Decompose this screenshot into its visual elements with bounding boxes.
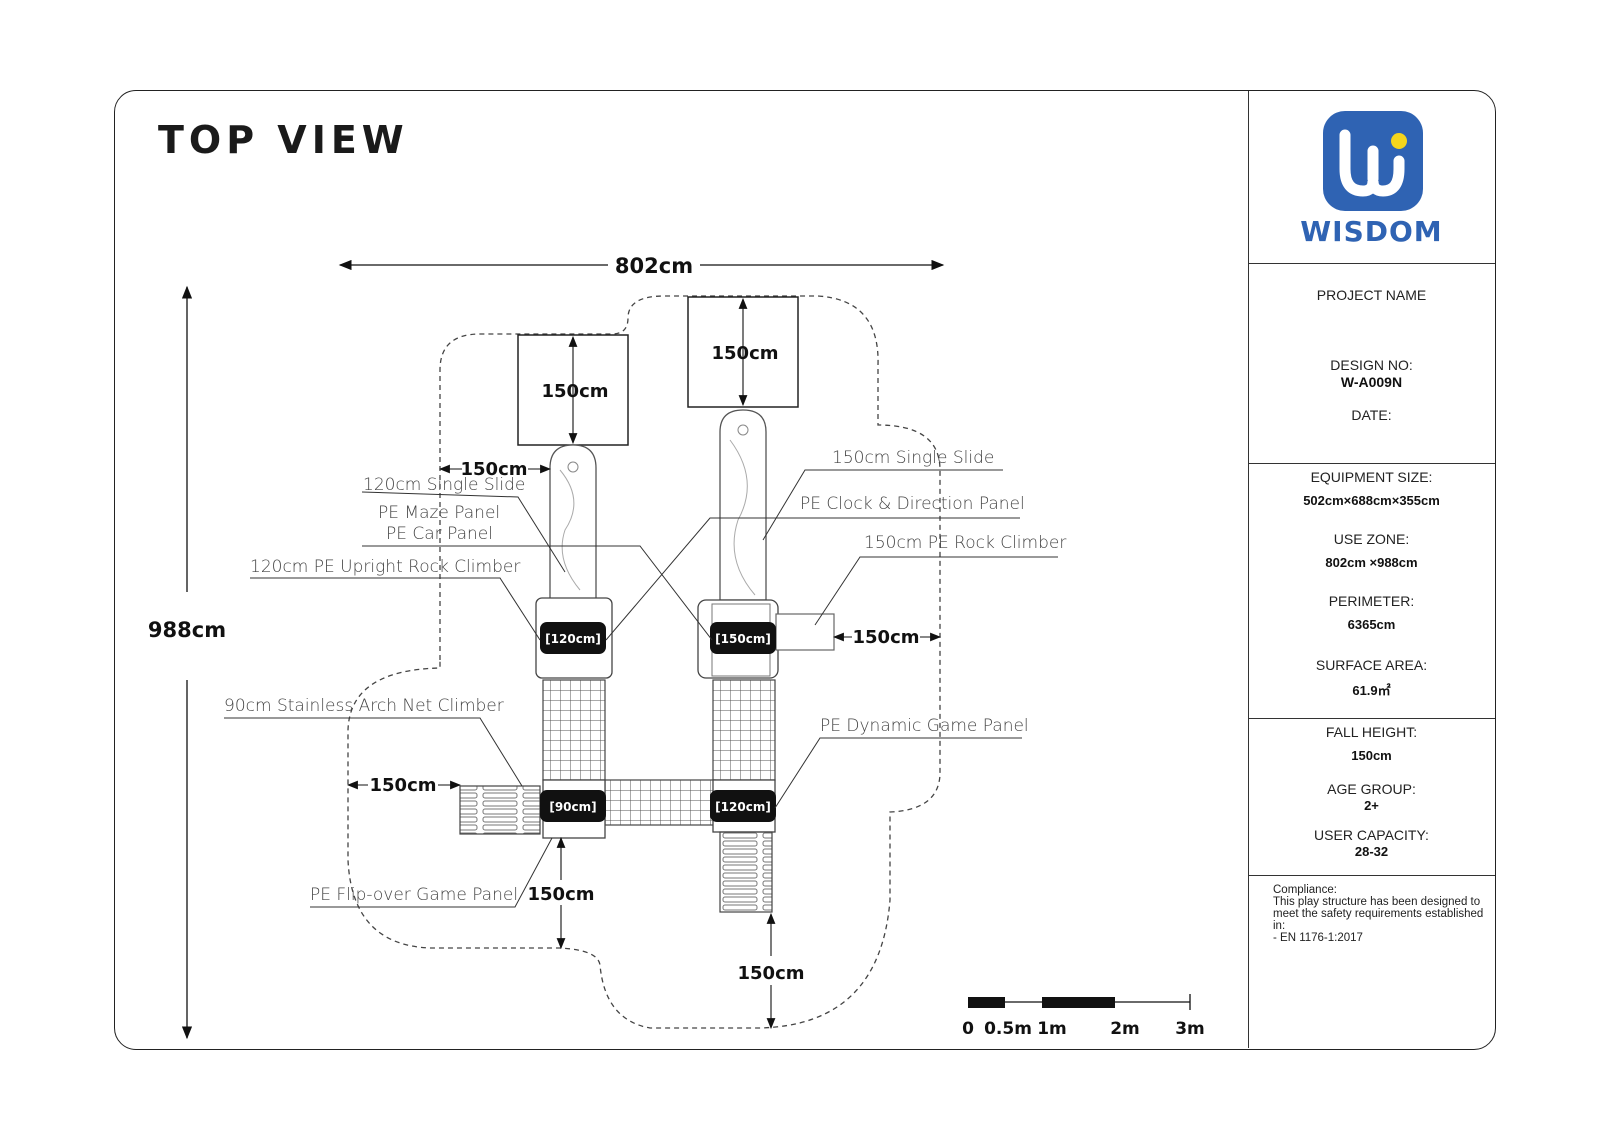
- equipment-size-value: 502cm×688cm×355cm: [1303, 493, 1440, 508]
- label-rock-climber-150: 150cm PE Rock Climber: [864, 533, 1066, 553]
- left-slide-zone-label: 150cm: [542, 381, 609, 402]
- width-label: 802cm: [615, 254, 693, 278]
- label-upright-rock-climber: 120cm PE Upright Rock Climber: [250, 557, 520, 577]
- age-group-value: 2+: [1364, 798, 1379, 813]
- scale-label-3m: 3m: [1175, 1019, 1205, 1039]
- rock-climber-zone-dimension: 150cm: [832, 627, 942, 648]
- label-clock-panel: PE Clock & Direction Panel: [800, 494, 1025, 514]
- svg-text:[150cm]: [150cm]: [715, 632, 771, 646]
- tag-bottom-left: [90cm]: [540, 790, 606, 822]
- perimeter-value: 6365cm: [1347, 617, 1396, 632]
- arch-net-climber: [459, 785, 541, 835]
- use-zone-label: USE ZONE:: [1333, 531, 1410, 547]
- user-capacity-label: USER CAPACITY:: [1314, 827, 1429, 843]
- right-slide: [719, 409, 767, 601]
- height-dimension: 988cm: [148, 285, 226, 1040]
- label-car-panel: PE Car Panel: [386, 524, 493, 544]
- project-name-label: PROJECT NAME: [1316, 287, 1427, 303]
- view-title: TOP VIEW: [158, 118, 409, 162]
- compliance-heading: Compliance:: [1273, 884, 1337, 896]
- compliance-block: Compliance: This play structure has been…: [1273, 884, 1488, 944]
- section-project: [1248, 263, 1495, 264]
- bridge-center: [604, 779, 716, 826]
- label-arch-net-climber: 90cm Stainless Arch Net Climber: [224, 696, 504, 716]
- title-block: WISDOM PROJECT NAME DESIGN NO: W-A009N D…: [1248, 91, 1495, 1048]
- design-no-value: W-A009N: [1340, 374, 1403, 390]
- fall-height-value: 150cm: [1351, 748, 1392, 763]
- right-slide-zone: [687, 296, 799, 408]
- compliance-standard: - EN 1176-1:2017: [1273, 932, 1363, 944]
- tag-bottom-right: [120cm]: [710, 790, 776, 822]
- svg-text:150cm: 150cm: [853, 627, 920, 648]
- wisdom-logo: [1323, 111, 1423, 211]
- rock-climber-right: [775, 613, 835, 651]
- width-dimension: 802cm: [338, 254, 945, 278]
- label-single-slide-120: 120cm Single Slide: [363, 475, 525, 495]
- equipment-size-label: EQUIPMENT SIZE:: [1310, 469, 1433, 485]
- arch-net-zone-dimension: 150cm: [346, 775, 462, 796]
- fall-height-label: FALL HEIGHT:: [1325, 724, 1418, 740]
- title-block-divider: [1248, 91, 1249, 1048]
- label-dynamic-game-panel: PE Dynamic Game Panel: [820, 716, 1029, 736]
- svg-text:[120cm]: [120cm]: [545, 632, 601, 646]
- use-zone-outline: [347, 295, 941, 1029]
- section-safety: [1248, 718, 1495, 719]
- surface-area-label: SURFACE AREA:: [1315, 657, 1428, 673]
- flip-panel-zone-dimension: 150cm: [528, 836, 595, 950]
- brand-name: WISDOM: [1300, 215, 1443, 248]
- tag-top-right: [150cm]: [710, 622, 776, 654]
- svg-text:[120cm]: [120cm]: [715, 800, 771, 814]
- perimeter-label: PERIMETER:: [1328, 593, 1415, 609]
- scale-label-2m: 2m: [1110, 1019, 1140, 1039]
- svg-text:150cm: 150cm: [370, 775, 437, 796]
- svg-text:[90cm]: [90cm]: [549, 800, 596, 814]
- svg-text:150cm: 150cm: [738, 963, 805, 984]
- bottom-zone-dimension: 150cm: [738, 912, 805, 1030]
- left-slide: [549, 444, 597, 601]
- right-slide-zone-label: 150cm: [712, 343, 779, 364]
- net-climber-left: [542, 679, 606, 781]
- scale-label-0: 0: [962, 1019, 974, 1039]
- design-no-label: DESIGN NO:: [1330, 357, 1413, 373]
- surface-area-value: 61.9㎡: [1352, 683, 1391, 698]
- date-label: DATE:: [1351, 407, 1392, 423]
- section-equipment: [1248, 463, 1495, 464]
- svg-text:150cm: 150cm: [461, 459, 528, 480]
- wisdom-logo-icon: [1339, 129, 1407, 197]
- scale-label-1m: 1m: [1037, 1019, 1067, 1039]
- label-flip-over-panel: PE Flip-over Game Panel: [310, 885, 518, 905]
- age-group-label: AGE GROUP:: [1327, 781, 1416, 797]
- net-climber-right: [712, 679, 776, 781]
- scale-bar: 0 0.5m 1m 2m 3m: [962, 994, 1205, 1039]
- scale-label-0-5m: 0.5m: [984, 1019, 1032, 1039]
- drawing-frame: [114, 90, 1496, 1050]
- left-gap-dimension: 150cm: [438, 459, 552, 480]
- compliance-text: This play structure has been designed to…: [1273, 896, 1484, 932]
- flip-over-panel-walk: [719, 831, 773, 913]
- label-maze-panel: PE Maze Panel: [378, 503, 500, 523]
- section-compliance: [1248, 875, 1495, 876]
- user-capacity-value: 28-32: [1354, 844, 1389, 859]
- label-single-slide-150: 150cm Single Slide: [832, 448, 994, 468]
- use-zone-value: 802cm ×988cm: [1325, 555, 1418, 570]
- svg-text:150cm: 150cm: [528, 884, 595, 905]
- height-label: 988cm: [148, 618, 226, 642]
- tag-top-left: [120cm]: [540, 622, 606, 654]
